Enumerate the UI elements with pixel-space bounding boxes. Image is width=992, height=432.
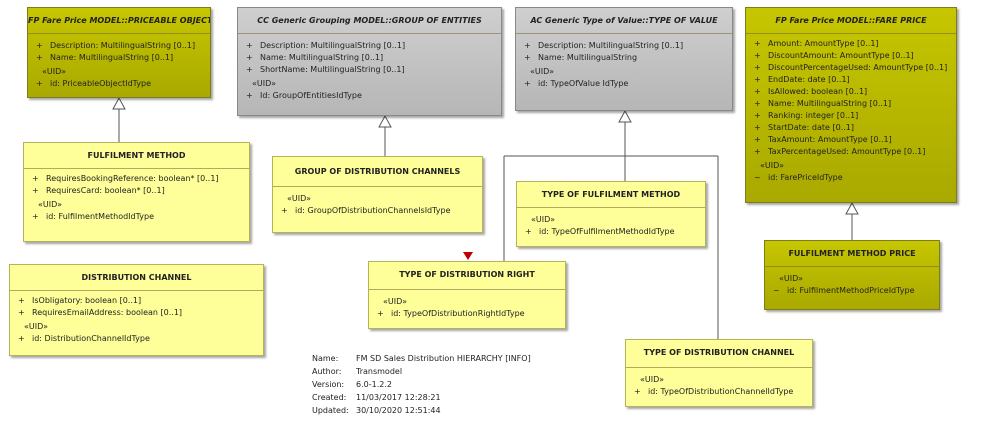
uid-stereotype: «UID» xyxy=(287,194,312,203)
attribute-row: +Description: MultilingualString [0..1] xyxy=(524,41,684,50)
attribute-row: +TaxAmount: AmountType [0..1] xyxy=(754,135,892,144)
class-attributes: +Description: MultilingualString [0..1] … xyxy=(516,34,732,90)
class-attributes: «UID» +id: TypeOfDistributionRightIdType xyxy=(369,290,565,320)
uid-stereotype: «UID» xyxy=(531,215,556,224)
class-attributes: +Amount: AmountType [0..1] +DiscountAmou… xyxy=(746,34,956,184)
attribute-row: +Description: MultilingualString [0..1] xyxy=(36,41,196,50)
class-title: TYPE OF DISTRIBUTION RIGHT xyxy=(369,262,565,290)
attribute-row: +Name: MultilingualString [0..1] xyxy=(246,53,384,62)
class-attributes: «UID» +id: TypeOfDistributionChannelIdTy… xyxy=(626,368,812,398)
attribute-row: +DiscountAmount: AmountType [0..1] xyxy=(754,51,914,60)
uid-attribute-row: ~id: FarePriceIdType xyxy=(754,173,843,182)
generalization-arrowhead xyxy=(112,96,126,110)
uid-attribute-row: +id: TypeOfDistributionRightIdType xyxy=(377,309,525,318)
attribute-row: +Ranking: integer [0..1] xyxy=(754,111,859,120)
class-title: FP Fare Price MODEL::PRICEABLE OBJECT xyxy=(28,8,210,34)
class-group-of-distribution-channels[interactable]: GROUP OF DISTRIBUTION CHANNELS «UID» +id… xyxy=(272,156,483,233)
class-distribution-channel[interactable]: DISTRIBUTION CHANNEL +IsObligatory: bool… xyxy=(9,264,264,356)
class-attributes: «UID» +id: GroupOfDistributionChannelsId… xyxy=(273,187,482,217)
attribute-row: +Name: MultilingualString [0..1] xyxy=(754,99,892,108)
class-priceable-object[interactable]: FP Fare Price MODEL::PRICEABLE OBJECT +D… xyxy=(27,7,211,98)
attribute-row: +DiscountPercentageUsed: AmountType [0..… xyxy=(754,63,948,72)
attribute-row: +Amount: AmountType [0..1] xyxy=(754,39,879,48)
class-title: GROUP OF DISTRIBUTION CHANNELS xyxy=(273,157,482,187)
uid-stereotype: «UID» xyxy=(760,161,785,170)
attribute-row: +StartDate: date [0..1] xyxy=(754,123,854,132)
attribute-row: +Description: MultilingualString [0..1] xyxy=(246,41,406,50)
class-attributes: +Description: MultilingualString [0..1] … xyxy=(238,34,501,102)
attribute-row: +Name: MultilingualString xyxy=(524,53,638,62)
info-row: Author:Transmodel xyxy=(312,367,403,376)
class-fulfilment-method-price[interactable]: FULFILMENT METHOD PRICE «UID» ~id: Fulfi… xyxy=(764,240,940,310)
uid-attribute-row: +id: GroupOfDistributionChannelsIdType xyxy=(281,206,451,215)
class-title: FULFILMENT METHOD xyxy=(24,143,249,169)
class-type-of-distribution-channel[interactable]: TYPE OF DISTRIBUTION CHANNEL «UID» +id: … xyxy=(625,339,813,407)
attribute-row: +IsAllowed: boolean [0..1] xyxy=(754,87,868,96)
class-type-of-fulfilment-method[interactable]: TYPE OF FULFILMENT METHOD «UID» +id: Typ… xyxy=(516,181,706,247)
class-type-of-distribution-right[interactable]: TYPE OF DISTRIBUTION RIGHT «UID» +id: Ty… xyxy=(368,261,566,329)
uid-stereotype: «UID» xyxy=(383,297,408,306)
class-attributes: +RequiresBookingReference: boolean* [0..… xyxy=(24,169,249,223)
class-attributes: +IsObligatory: boolean [0..1] +RequiresE… xyxy=(10,291,263,345)
class-title: FP Fare Price MODEL::FARE PRICE xyxy=(746,8,956,34)
uid-stereotype: «UID» xyxy=(24,322,49,331)
info-row: Version:6.0-1.2.2 xyxy=(312,380,392,389)
uid-attribute-row: +Id: GroupOfEntitiesIdType xyxy=(246,91,362,100)
class-title: DISTRIBUTION CHANNEL xyxy=(10,265,263,291)
class-title: TYPE OF FULFILMENT METHOD xyxy=(517,182,705,208)
class-group-of-entities[interactable]: CC Generic Grouping MODEL::GROUP OF ENTI… xyxy=(237,7,502,116)
uid-stereotype: «UID» xyxy=(252,79,277,88)
info-row: Name:FM SD Sales Distribution HIERARCHY … xyxy=(312,354,531,363)
class-attributes: «UID» +id: TypeOfFulfilmentMethodIdType xyxy=(517,208,705,238)
uid-attribute-row: ~id: FulfilmentMethodPriceIdType xyxy=(773,286,915,295)
attribute-row: +EndDate: date [0..1] xyxy=(754,75,850,84)
info-row: Updated:30/10/2020 12:51:44 xyxy=(312,406,441,415)
class-title: TYPE OF DISTRIBUTION CHANNEL xyxy=(626,340,812,368)
class-title: FULFILMENT METHOD PRICE xyxy=(765,241,939,267)
class-attributes: «UID» ~id: FulfilmentMethodPriceIdType xyxy=(765,267,939,297)
uid-attribute-row: +id: TypeOfFulfilmentMethodIdType xyxy=(525,227,675,236)
uid-attribute-row: +id: TypeOfValue IdType xyxy=(524,79,629,88)
uid-stereotype: «UID» xyxy=(38,200,63,209)
uid-attribute-row: +id: DistributionChannelIdType xyxy=(18,334,150,343)
uid-stereotype: «UID» xyxy=(640,375,665,384)
association-marker xyxy=(463,252,473,260)
class-fulfilment-method[interactable]: FULFILMENT METHOD +RequiresBookingRefere… xyxy=(23,142,250,242)
attribute-row: +Name: MultilingualString [0..1] xyxy=(36,53,174,62)
class-fare-price[interactable]: FP Fare Price MODEL::FARE PRICE +Amount:… xyxy=(745,7,957,203)
uid-stereotype: «UID» xyxy=(779,274,804,283)
attribute-row: +RequiresCard: boolean* [0..1] xyxy=(32,186,165,195)
attribute-row: +RequiresEmailAddress: boolean [0..1] xyxy=(18,308,183,317)
generalization-arrowhead xyxy=(618,109,632,123)
uid-attribute-row: +id: TypeOfDistributionChannelIdType xyxy=(634,387,794,396)
info-row: Created:11/03/2017 12:28:21 xyxy=(312,393,441,402)
class-attributes: +Description: MultilingualString [0..1] … xyxy=(28,34,210,90)
uid-attribute-row: +id: FulfilmentMethodIdType xyxy=(32,212,154,221)
diagram-info: Name:FM SD Sales Distribution HIERARCHY … xyxy=(312,352,531,417)
generalization-arrowhead xyxy=(378,114,392,128)
attribute-row: +TaxPercentageUsed: AmountType [0..1] xyxy=(754,147,926,156)
attribute-row: +IsObligatory: boolean [0..1] xyxy=(18,296,142,305)
uid-attribute-row: +id: PriceableObjectIdType xyxy=(36,79,152,88)
generalization-arrowhead xyxy=(845,201,859,215)
class-title: AC Generic Type of Value::TYPE OF VALUE xyxy=(516,8,732,34)
attribute-row: +RequiresBookingReference: boolean* [0..… xyxy=(32,174,219,183)
class-title: CC Generic Grouping MODEL::GROUP OF ENTI… xyxy=(238,8,501,34)
uid-stereotype: «UID» xyxy=(42,67,67,76)
uid-stereotype: «UID» xyxy=(530,67,555,76)
class-type-of-value[interactable]: AC Generic Type of Value::TYPE OF VALUE … xyxy=(515,7,733,111)
attribute-row: +ShortName: MultilingualString [0..1] xyxy=(246,65,405,74)
